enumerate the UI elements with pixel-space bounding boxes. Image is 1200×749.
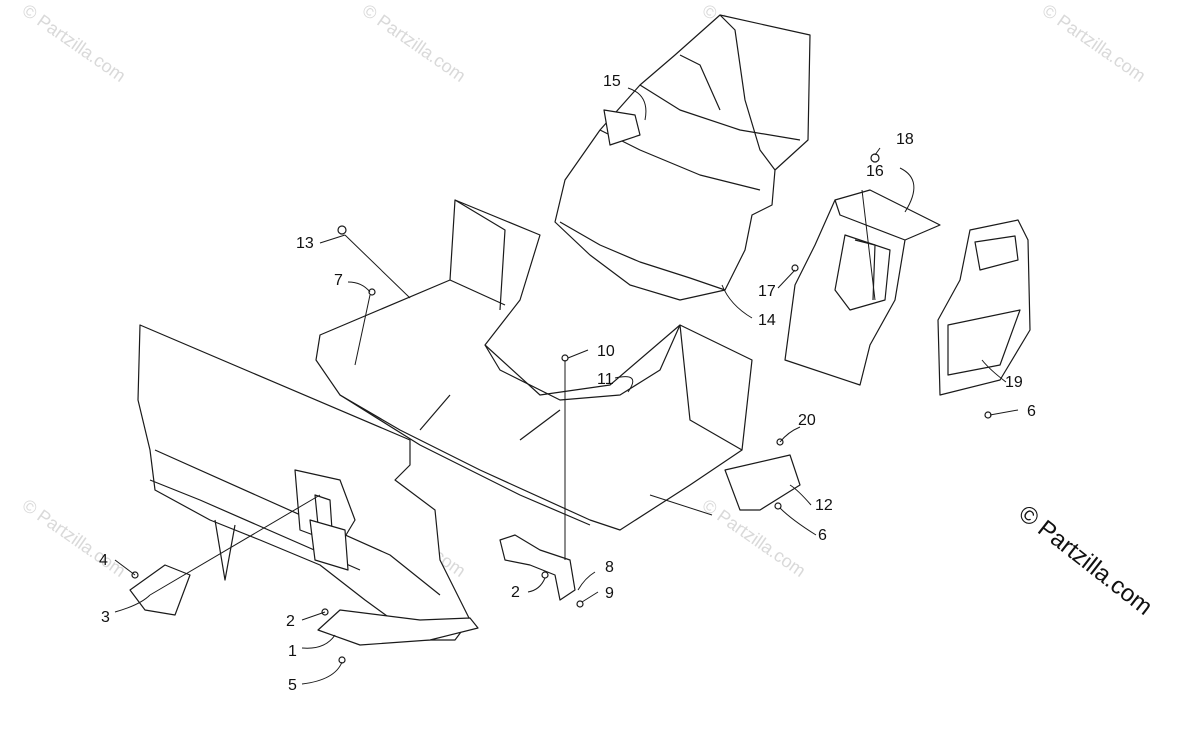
leader-lines [114, 87, 1019, 685]
callout-14: 14 [758, 312, 776, 329]
callout-11: 11 [597, 371, 614, 388]
callout-8: 8 [605, 559, 614, 576]
part-15-cover [554, 14, 811, 301]
callout-6: 6 [1027, 403, 1036, 420]
callout-7: 7 [334, 272, 343, 289]
callout-1: 1 [288, 643, 297, 660]
callout-10: 10 [597, 343, 615, 360]
callout-4: 4 [99, 552, 108, 569]
callout-19: 19 [1005, 374, 1023, 391]
callout-6: 6 [818, 527, 827, 544]
part-floor-deck [315, 199, 753, 531]
callout-5: 5 [288, 677, 297, 694]
hardware-fasteners [131, 153, 992, 664]
part-front-panel [137, 324, 471, 641]
part-1-bracket [317, 609, 479, 646]
callout-20: 20 [798, 412, 816, 429]
callout-16: 16 [866, 163, 884, 180]
part-12-plate [724, 454, 801, 511]
part-16-side-bracket [784, 189, 941, 386]
callout-3: 3 [101, 609, 110, 626]
callout-2: 2 [511, 584, 520, 601]
callout-13: 13 [296, 235, 314, 252]
callout-9: 9 [605, 585, 614, 602]
part-8-bracket [499, 534, 576, 601]
callout-12: 12 [815, 497, 833, 514]
callout-2: 2 [286, 613, 295, 630]
callout-17: 17 [758, 283, 776, 300]
part-19-side-panel [937, 219, 1031, 396]
part-3-plate [129, 564, 191, 616]
callout-15: 15 [603, 73, 621, 90]
callout-18: 18 [896, 131, 914, 148]
